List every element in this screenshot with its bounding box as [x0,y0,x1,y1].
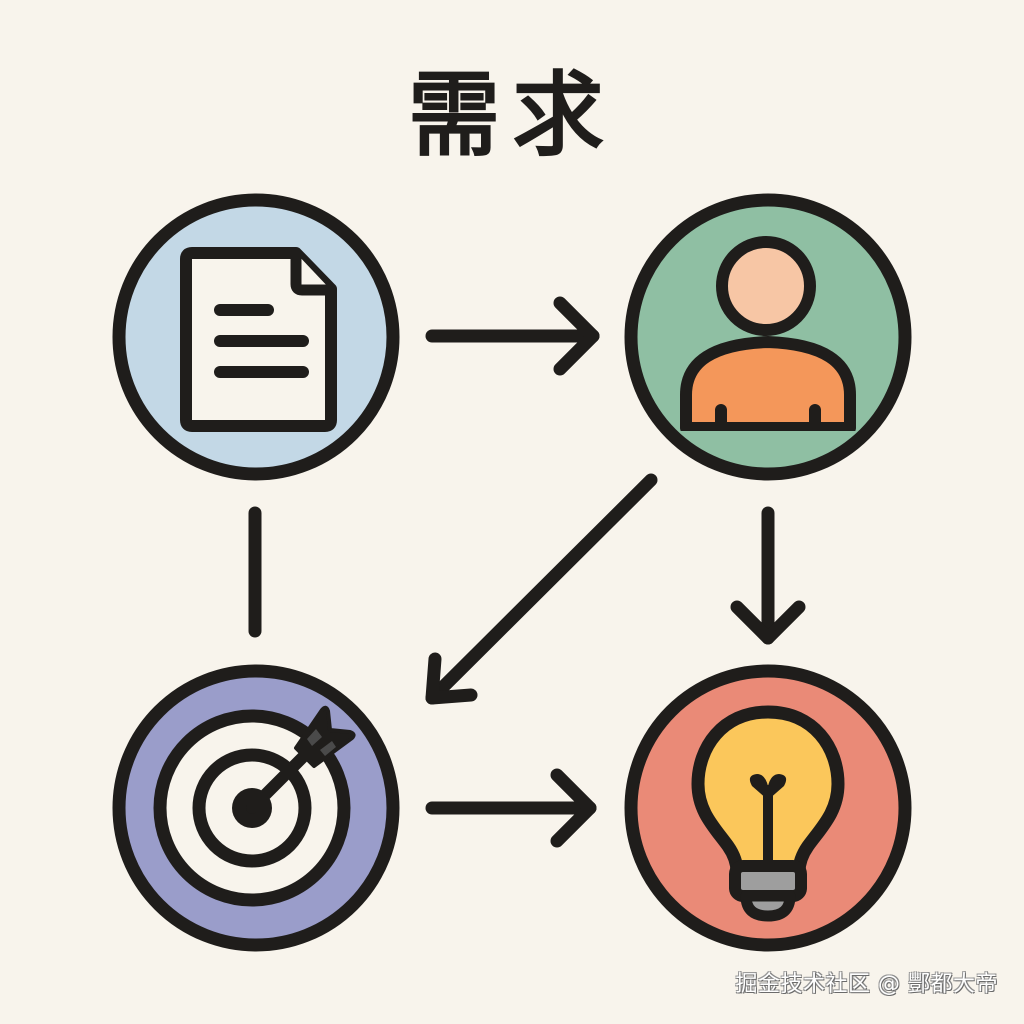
edge-target-to-idea [425,768,597,848]
node-target [112,664,400,952]
node-person [624,193,912,481]
page-title: 需求 [407,62,616,169]
edge-document-to-person [425,296,600,376]
document-icon [180,247,337,432]
lightbulb-icon [691,705,845,922]
watermark: 掘金技术社区 @ 酆都大帝 [735,972,998,997]
arrow-fletching-icon [294,705,356,768]
target-icon [153,705,356,907]
node-idea [624,664,912,952]
edge-person-to-idea [730,506,806,645]
node-document [112,193,400,481]
edge-person-to-target [425,473,658,705]
